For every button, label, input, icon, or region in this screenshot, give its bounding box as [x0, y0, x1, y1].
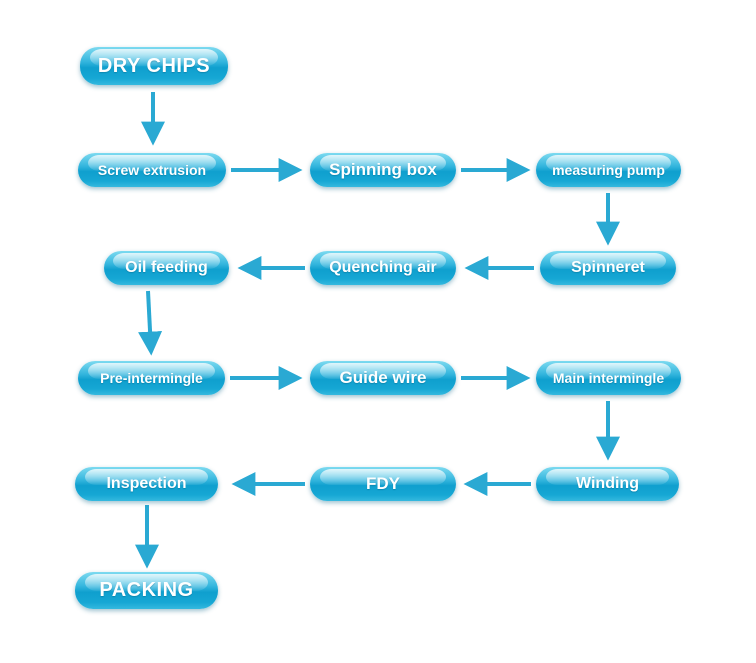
arrow-oil-feeding-to-pre-intermingle: [138, 290, 163, 356]
node-oil-feeding-label: Oil feeding: [125, 259, 208, 276]
node-main-intermingle: Main intermingle: [536, 361, 681, 395]
node-dry-chips: DRY CHIPS: [80, 47, 228, 85]
node-quenching-air-label: Quenching air: [329, 259, 437, 276]
node-pre-intermingle: Pre-intermingle: [78, 361, 225, 395]
node-fdy-label: FDY: [366, 474, 400, 493]
node-fdy: FDY: [310, 467, 456, 501]
node-winding: Winding: [536, 467, 679, 501]
node-winding-label: Winding: [576, 475, 639, 492]
node-inspection-label: Inspection: [106, 475, 187, 492]
node-spinneret-label: Spinneret: [571, 259, 645, 276]
node-screw-extrusion: Screw extrusion: [78, 153, 226, 187]
node-packing: PACKING: [75, 572, 218, 609]
node-screw-extrusion-label: Screw extrusion: [97, 162, 207, 178]
node-guide-wire: Guide wire: [310, 361, 456, 395]
node-spinning-box: Spinning box: [310, 153, 456, 187]
node-quenching-air: Quenching air: [310, 251, 456, 285]
node-guide-wire-label: Guide wire: [339, 368, 427, 387]
node-measuring-pump: measuring pump: [536, 153, 681, 187]
node-dry-chips-label: DRY CHIPS: [97, 54, 211, 77]
node-spinneret: Spinneret: [540, 251, 676, 285]
node-measuring-pump-label: measuring pump: [552, 162, 665, 178]
node-oil-feeding: Oil feeding: [104, 251, 229, 285]
node-inspection: Inspection: [75, 467, 218, 501]
node-spinning-box-label: Spinning box: [329, 160, 437, 179]
node-main-intermingle-label: Main intermingle: [552, 370, 665, 386]
node-packing-label: PACKING: [99, 579, 194, 601]
node-pre-intermingle-label: Pre-intermingle: [100, 370, 203, 386]
